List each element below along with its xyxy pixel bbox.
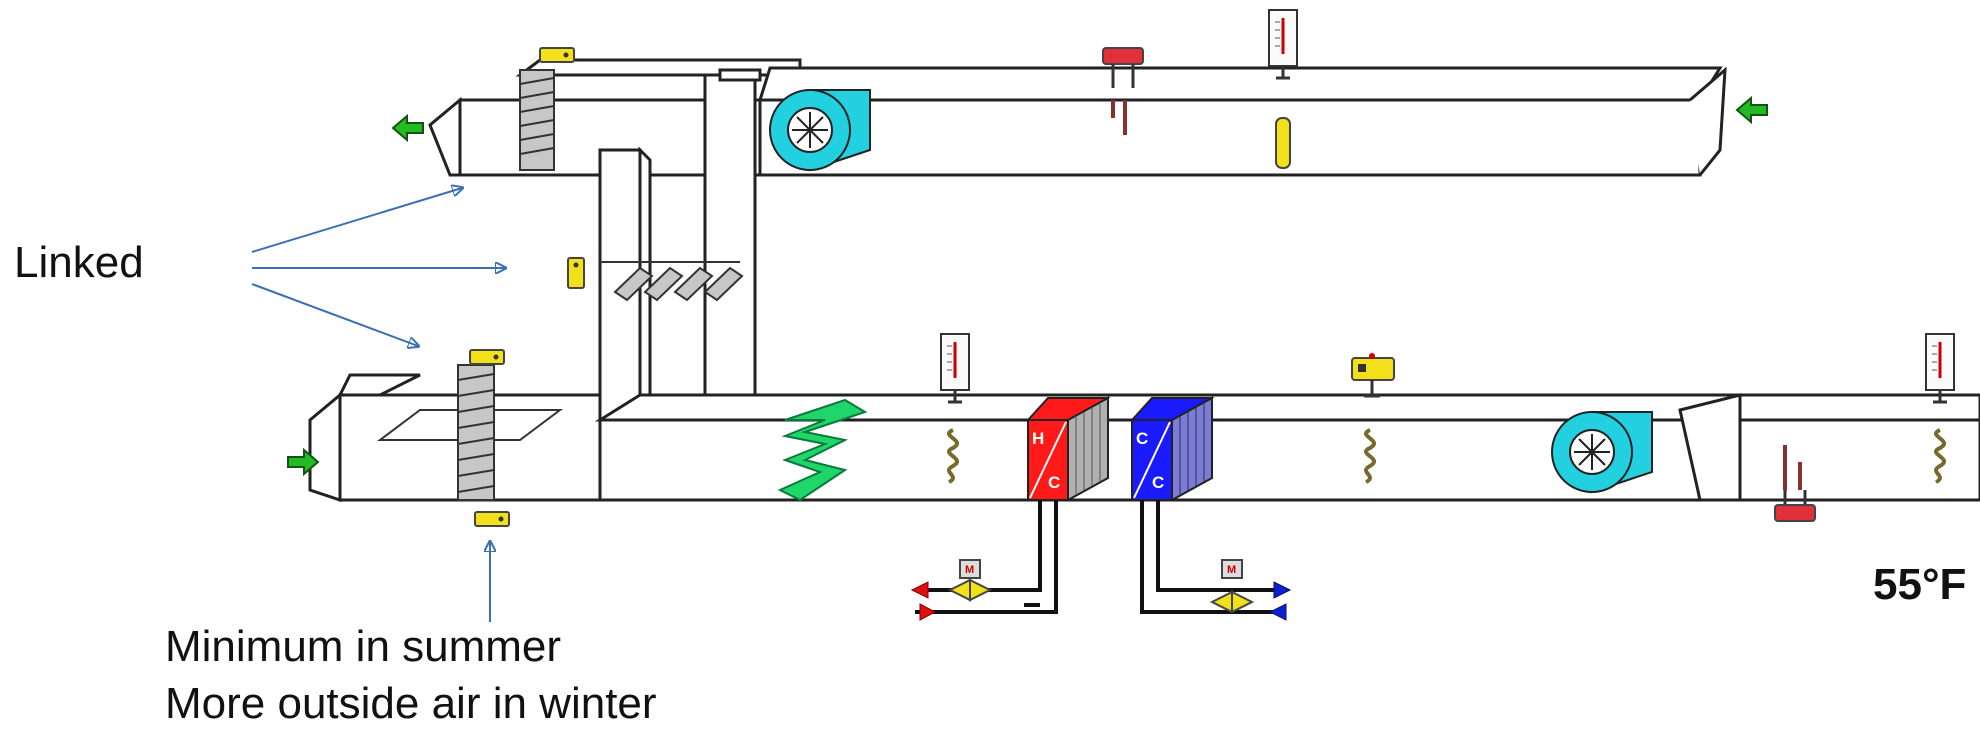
exhaust-damper-actuator bbox=[540, 48, 574, 62]
cooling-coil-label-c-bottom: C bbox=[1152, 473, 1164, 492]
exhaust-damper bbox=[520, 70, 554, 170]
chilled-water-return-arrow-icon bbox=[1270, 604, 1286, 620]
chilled-water-supply-arrow-icon bbox=[1274, 582, 1290, 598]
heating-coil-label-c: C bbox=[1048, 473, 1060, 492]
outside-air-damper-actuator-top bbox=[470, 350, 504, 364]
hot-water-supply-arrow-icon bbox=[912, 582, 928, 598]
heating-coil-label-h: H bbox=[1032, 429, 1044, 448]
return-air-arrow-icon bbox=[1737, 98, 1767, 122]
supply-temperature-label: 55°F bbox=[1873, 560, 1966, 610]
heating-valve-icon: M bbox=[950, 560, 990, 600]
cooling-coil-label-c-top: C bbox=[1136, 429, 1148, 448]
supply-thermometer-icon bbox=[1926, 334, 1954, 402]
linked-annotation-arrows bbox=[252, 188, 505, 346]
preheat-thermometer-icon bbox=[941, 334, 969, 402]
minimum-in-summer-label: Minimum in summer bbox=[165, 622, 561, 672]
heating-water-piping bbox=[915, 500, 1056, 612]
return-temp-sensor bbox=[1276, 118, 1290, 168]
humidifier-icon bbox=[1352, 353, 1394, 396]
cooling-water-piping bbox=[1142, 500, 1280, 612]
more-outside-air-label: More outside air in winter bbox=[165, 679, 657, 729]
outside-air-damper-actuator-bottom bbox=[475, 512, 509, 526]
linked-label: Linked bbox=[14, 238, 144, 288]
return-duct bbox=[760, 68, 1725, 175]
vertical-riser-right bbox=[705, 70, 760, 420]
hot-water-return-arrow-icon bbox=[920, 604, 935, 620]
outside-air-duct bbox=[310, 375, 600, 500]
cooling-coil: C C bbox=[1132, 398, 1212, 500]
exhaust-air-arrow-icon bbox=[393, 116, 423, 140]
svg-text:M: M bbox=[965, 564, 974, 576]
svg-text:M: M bbox=[1227, 564, 1236, 576]
heating-coil: H C bbox=[1028, 398, 1108, 500]
mixing-damper-actuator bbox=[568, 258, 584, 288]
cooling-valve-icon: M bbox=[1212, 560, 1252, 612]
